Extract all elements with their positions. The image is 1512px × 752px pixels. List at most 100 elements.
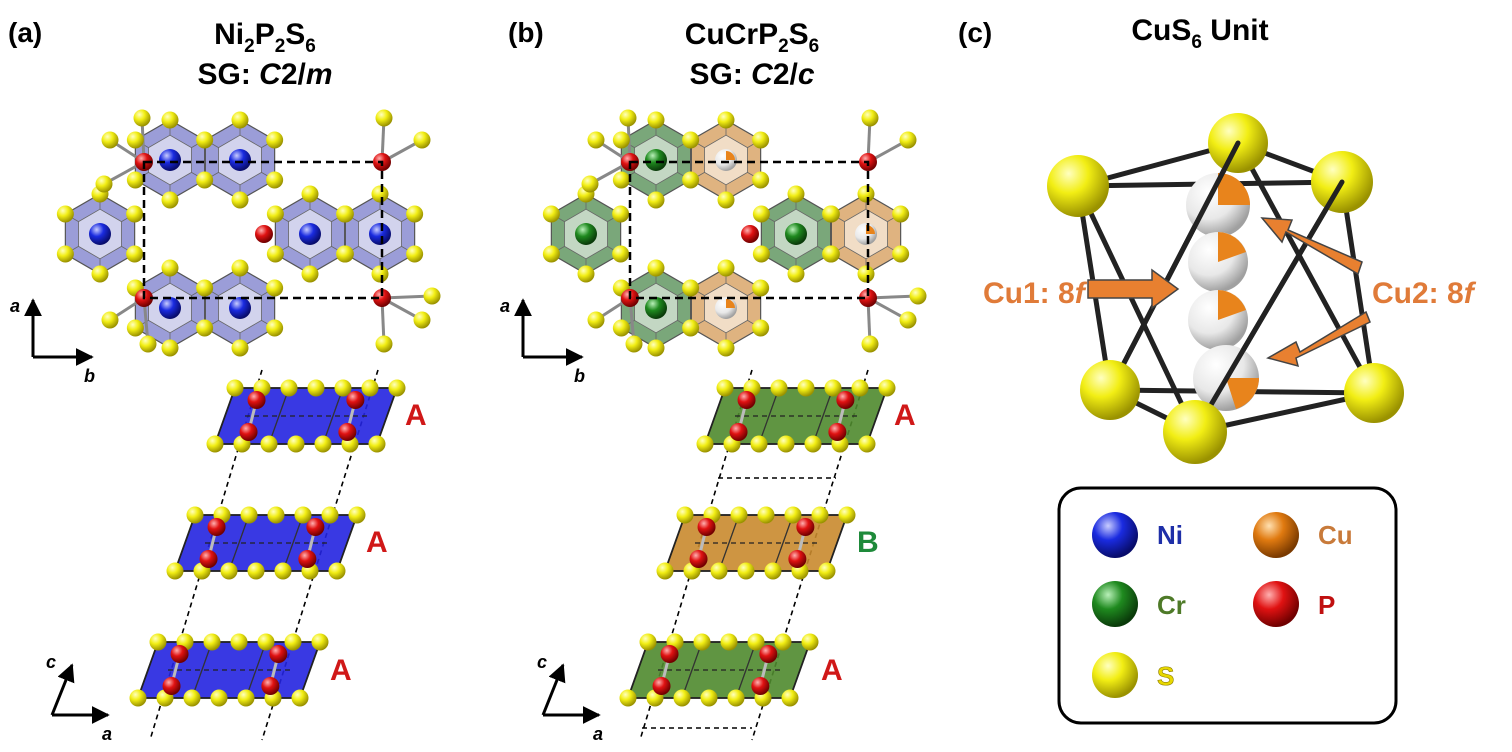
s-atom [747, 633, 765, 651]
s-atom [647, 191, 665, 209]
p-atom [729, 423, 748, 441]
svg-text:a: a [593, 724, 603, 744]
s-atom [811, 506, 829, 524]
p-atom [796, 518, 815, 536]
p-atom [207, 518, 226, 536]
s-atom [682, 279, 700, 297]
s-atom [220, 562, 238, 580]
s-atom [717, 111, 735, 129]
s-atom [321, 506, 339, 524]
s-atom [314, 435, 332, 453]
cu2-arrow-upper [1260, 217, 1363, 276]
s-atom [266, 205, 284, 223]
s-atom [801, 633, 819, 651]
s-atom [266, 245, 284, 263]
s-atom [161, 259, 179, 277]
p-atom [373, 289, 391, 307]
svg-text:b: b [574, 366, 585, 386]
s-atom [693, 633, 711, 651]
s-atom [676, 506, 694, 524]
s-atom [861, 335, 879, 353]
s-atom [878, 379, 896, 397]
s-atom [727, 689, 745, 707]
s-atom [56, 205, 74, 223]
s-atom [307, 379, 325, 397]
s-atom [804, 435, 822, 453]
panel-b-stack-label-1: A [894, 399, 916, 432]
s-atom [700, 689, 718, 707]
s-atom [260, 435, 278, 453]
panel-b-top-view [542, 109, 927, 357]
metal-atom [299, 223, 321, 245]
s-atom [126, 319, 144, 337]
s-atom [101, 131, 119, 149]
s-atom [857, 185, 875, 203]
s-atom [1344, 363, 1404, 423]
cu1-arrow [1087, 268, 1180, 310]
s-atom [291, 689, 309, 707]
s-atom [824, 379, 842, 397]
panel-b-stack-view [619, 369, 896, 741]
s-atom [196, 171, 214, 189]
legend-item-cr: Cr [1092, 581, 1186, 627]
s-atom [287, 435, 305, 453]
unit-cell [142, 160, 384, 300]
p-atom [652, 677, 671, 695]
s-atom [231, 111, 249, 129]
s-atom [787, 185, 805, 203]
s-atom [612, 171, 630, 189]
s-atom [413, 131, 431, 149]
cu-site-column [1186, 173, 1259, 411]
metal-atom [645, 297, 667, 319]
cu1-label: Cu1: 8f [983, 277, 1088, 310]
s-atom [101, 311, 119, 329]
metal-atom [369, 223, 391, 245]
s-atom [166, 562, 184, 580]
svg-text:a: a [10, 296, 20, 316]
s-atom [186, 506, 204, 524]
s-atom [752, 205, 770, 223]
s-atom [581, 175, 599, 193]
cus6-unit: Cu1: 8f Cu2: 8f [983, 113, 1477, 464]
panel-b-letter: (b) [508, 17, 544, 48]
legend: Ni Cu Cr P S [1057, 486, 1398, 725]
s-atom [1047, 155, 1109, 217]
s-atom [647, 111, 665, 129]
p-atom [859, 289, 877, 307]
s-atom [230, 633, 248, 651]
s-atom [161, 191, 179, 209]
s-atom [388, 379, 406, 397]
svg-text:Cr: Cr [1157, 590, 1186, 620]
panel-a-top-view [56, 109, 441, 357]
s-atom [126, 205, 144, 223]
s-atom [717, 339, 735, 357]
p-atom [338, 423, 357, 441]
s-atom [861, 109, 879, 127]
legend-item-p: P [1253, 581, 1335, 627]
p-atom [788, 550, 807, 568]
s-atom [210, 689, 228, 707]
s-atom [1080, 360, 1140, 420]
panel-a-formula: Ni2P2S6 [214, 18, 316, 57]
s-atom [752, 245, 770, 263]
panel-c-title: CuS6 Unit [1131, 14, 1268, 53]
s-atom [682, 131, 700, 149]
s-atom [542, 205, 560, 223]
s-atom [682, 319, 700, 337]
s-atom [818, 562, 836, 580]
s-atom [274, 562, 292, 580]
s-atom [625, 335, 643, 353]
s-atom [231, 339, 249, 357]
s-atom [266, 171, 284, 189]
s-atom [280, 379, 298, 397]
s-atom [406, 205, 424, 223]
s-atom [126, 131, 144, 149]
s-atom [301, 265, 319, 283]
s-atom [247, 562, 265, 580]
panel-b-stack-label-2: B [857, 526, 879, 559]
panel-b-space-group: SG: C2/c [689, 58, 814, 91]
s-atom [612, 245, 630, 263]
p-atom [239, 423, 258, 441]
s-atom [371, 185, 389, 203]
s-atom [161, 339, 179, 357]
